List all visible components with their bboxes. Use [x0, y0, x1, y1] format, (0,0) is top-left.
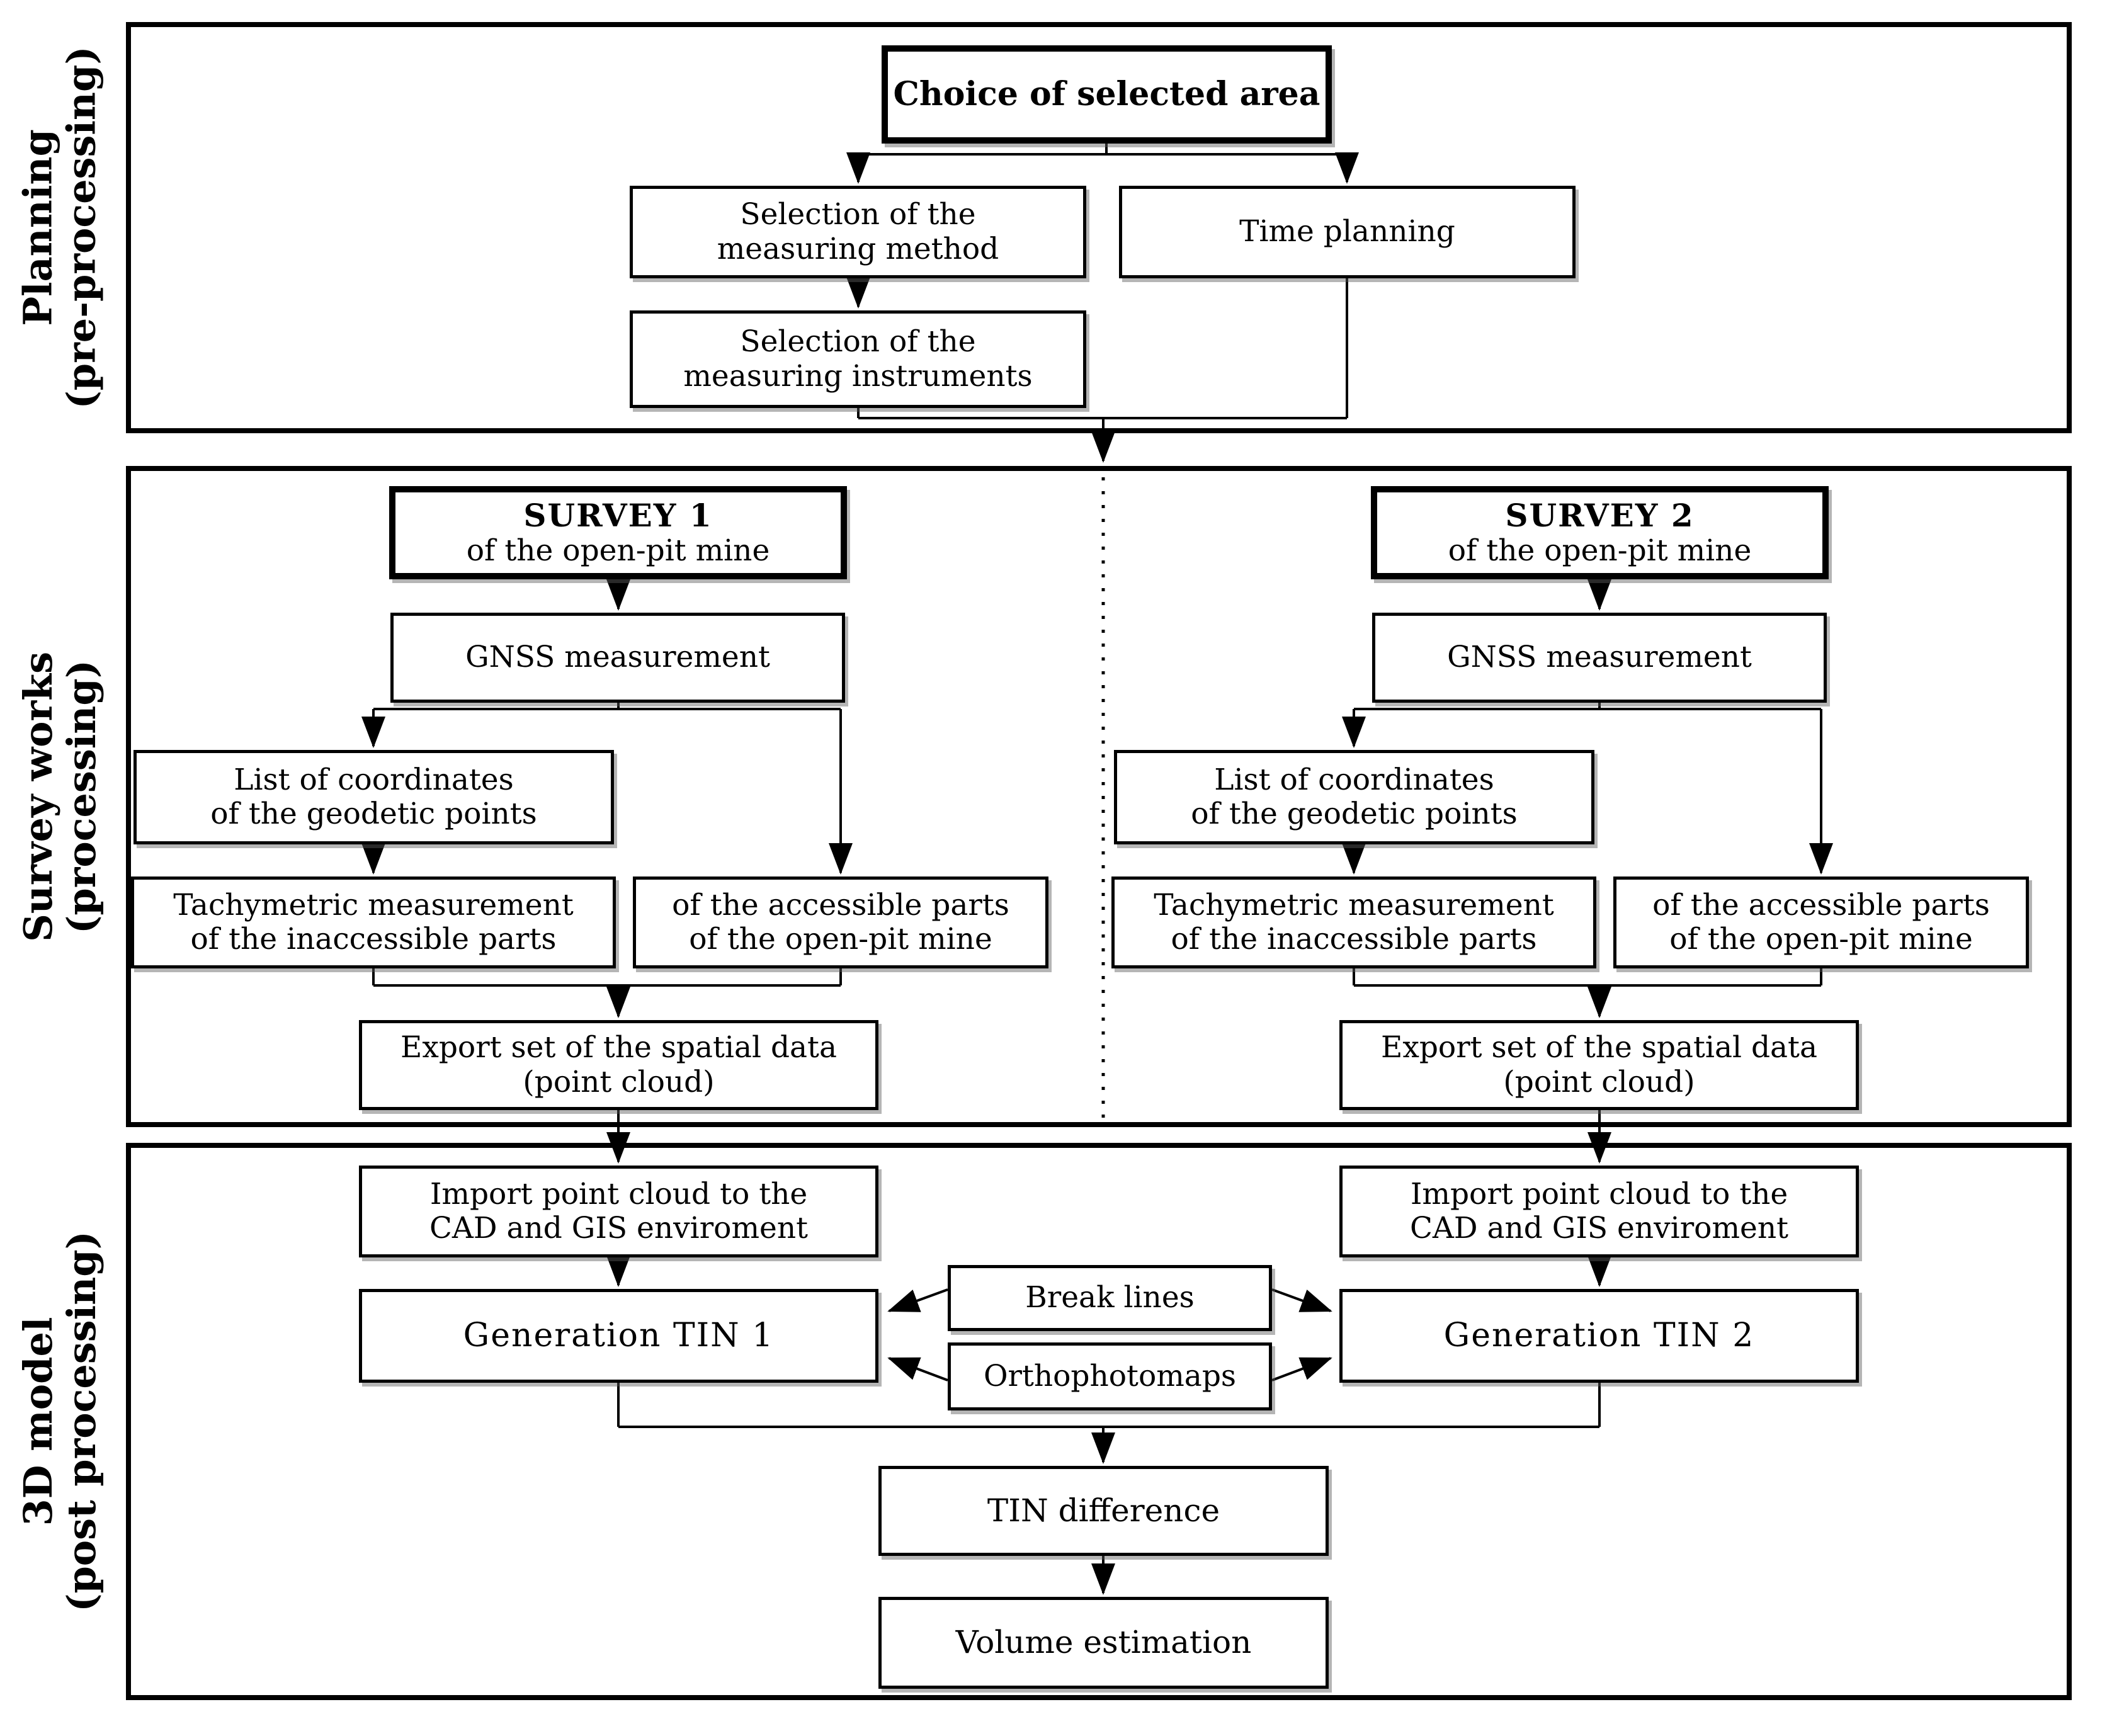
- box-time-planning: Time planning: [1119, 186, 1576, 278]
- box-survey-2: SURVEY 2 of the open-pit mine: [1371, 486, 1829, 579]
- box-text: Export set of the spatial data: [1381, 1030, 1817, 1065]
- box-text: of the accessible parts: [672, 887, 1009, 922]
- box-text: measuring instruments: [683, 358, 1033, 394]
- arrow-break-lines-to-tin2: [1271, 1288, 1332, 1312]
- box-text: GNSS measurement: [465, 640, 770, 675]
- box-orthophotomaps: Orthophotomaps: [948, 1342, 1272, 1410]
- box-text: of the geodetic points: [1191, 797, 1518, 831]
- box-text: Volume estimation: [955, 1624, 1252, 1661]
- box-subtitle: of the open-pit mine: [1448, 533, 1752, 568]
- box-text: TIN difference: [987, 1492, 1220, 1529]
- box-generation-tin-1: Generation TIN 1: [359, 1289, 878, 1383]
- box-text: Selection of the: [740, 324, 976, 360]
- box-text: Import point cloud to the: [1410, 1176, 1788, 1211]
- box-volume-estimation: Volume estimation: [878, 1597, 1329, 1689]
- box-text: of the inaccessible parts: [1171, 922, 1537, 956]
- box-text: (point cloud): [1503, 1064, 1695, 1099]
- box-tin-difference: TIN difference: [878, 1466, 1329, 1556]
- arrow-orthophotomaps-to-tin1: [887, 1357, 948, 1381]
- box-tachymetric-measurement-1: Tachymetric measurement of the inaccessi…: [131, 877, 616, 968]
- box-text: Time planning: [1239, 214, 1455, 249]
- box-text: of the inaccessible parts: [190, 922, 557, 956]
- box-text: of the open-pit mine: [689, 922, 992, 956]
- box-break-lines: Break lines: [948, 1265, 1272, 1331]
- box-text: List of coordinates: [1214, 762, 1494, 797]
- box-subtitle: of the open-pit mine: [466, 533, 770, 568]
- section-survey-works-frame: [126, 466, 2072, 1127]
- box-text: of the open-pit mine: [1669, 922, 1973, 956]
- box-title: SURVEY 1: [523, 497, 713, 535]
- arrow-orthophotomaps-to-tin2: [1271, 1357, 1332, 1381]
- box-gnss-measurement-1: GNSS measurement: [390, 613, 845, 703]
- box-text: Tachymetric measurement: [173, 887, 574, 922]
- box-text: Break lines: [1025, 1280, 1195, 1315]
- box-list-of-coordinates-2: List of coordinates of the geodetic poin…: [1114, 750, 1594, 844]
- box-gnss-measurement-2: GNSS measurement: [1372, 613, 1827, 703]
- box-text: of the geodetic points: [210, 797, 537, 831]
- section-planning-frame: [126, 22, 2072, 433]
- box-import-point-cloud-1: Import point cloud to the CAD and GIS en…: [359, 1166, 878, 1257]
- section-3d-model-frame: [126, 1143, 2072, 1700]
- box-import-point-cloud-2: Import point cloud to the CAD and GIS en…: [1339, 1166, 1859, 1257]
- arrow-break-lines-to-tin1: [887, 1288, 948, 1312]
- box-selection-measuring-instruments: Selection of the measuring instruments: [630, 310, 1086, 408]
- box-accessible-parts-2: of the accessible parts of the open-pit …: [1613, 877, 2029, 968]
- box-text: Generation TIN 2: [1443, 1316, 1755, 1354]
- box-export-spatial-data-1: Export set of the spatial data (point cl…: [359, 1020, 878, 1110]
- box-title: SURVEY 2: [1505, 497, 1695, 535]
- box-text: CAD and GIS enviroment: [1409, 1211, 1789, 1245]
- box-text: GNSS measurement: [1447, 640, 1752, 675]
- box-text: measuring method: [717, 231, 999, 266]
- box-text: CAD and GIS enviroment: [429, 1211, 809, 1245]
- box-text: Export set of the spatial data: [400, 1030, 837, 1065]
- box-text: (point cloud): [523, 1064, 715, 1099]
- box-selection-measuring-method: Selection of the measuring method: [630, 186, 1086, 278]
- box-export-spatial-data-2: Export set of the spatial data (point cl…: [1339, 1020, 1859, 1110]
- box-generation-tin-2: Generation TIN 2: [1339, 1289, 1859, 1383]
- box-text: Orthophotomaps: [983, 1358, 1237, 1393]
- box-survey-1: SURVEY 1 of the open-pit mine: [389, 486, 847, 579]
- box-accessible-parts-1: of the accessible parts of the open-pit …: [633, 877, 1048, 968]
- box-text: List of coordinates: [234, 762, 514, 797]
- box-text: Selection of the: [740, 197, 976, 232]
- box-tachymetric-measurement-2: Tachymetric measurement of the inaccessi…: [1111, 877, 1596, 968]
- box-text: Generation TIN 1: [463, 1316, 775, 1354]
- box-text: Tachymetric measurement: [1154, 887, 1554, 922]
- box-text: of the accessible parts: [1652, 887, 1990, 922]
- box-text: Import point cloud to the: [429, 1176, 808, 1211]
- box-text: Choice of selected area: [893, 75, 1320, 114]
- box-list-of-coordinates-1: List of coordinates of the geodetic poin…: [133, 750, 614, 844]
- box-choice-of-selected-area: Choice of selected area: [882, 45, 1332, 144]
